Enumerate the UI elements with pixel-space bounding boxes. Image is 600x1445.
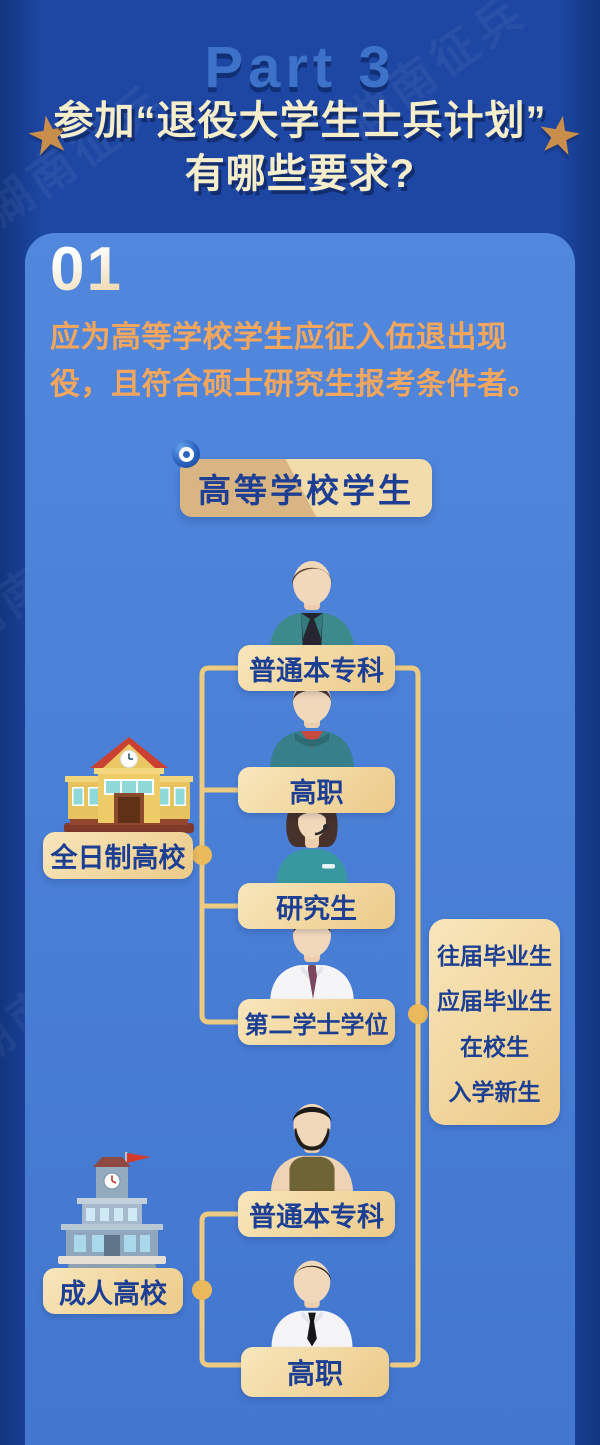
student-status-box: 往届毕业生 应届毕业生 在校生 入学新生 [429,919,560,1125]
school-label: 全日制高校 [43,832,193,879]
adult-school-building-icon [58,1152,166,1270]
program-label: 普通本专科 [238,1191,395,1237]
page-title-line1: 参加“退役大学生士兵计划” [53,99,547,143]
part-label: Part 3 [204,35,396,100]
program-label: 第二学士学位 [238,999,395,1045]
status-item: 在校生 [460,1033,529,1060]
school-building-icon [64,737,194,833]
program-label: 高职 [238,767,395,813]
status-item: 往届毕业生 [437,942,552,969]
avatar-male-tanktop-icon [270,1103,354,1195]
badge-higher-education-students: 高等学校学生 [180,459,432,517]
pin-dot-icon [172,440,200,468]
section-number: 01 [50,235,123,304]
avatar-male-jacket-icon [270,561,354,652]
school-label: 成人高校 [43,1268,183,1314]
avatar-male-black-tie-icon [271,1260,353,1349]
status-item: 应届毕业生 [437,988,552,1015]
program-label: 普通本专科 [238,645,395,691]
program-label: 研究生 [238,883,395,929]
page-title-line2: 有哪些要求? [184,152,416,196]
status-item: 入学新生 [448,1079,541,1106]
program-label: 高职 [241,1347,389,1397]
section-description: 应为高等学校学生应征入伍退出现役，且符合硕士研究生报考条件者。 [50,321,538,401]
